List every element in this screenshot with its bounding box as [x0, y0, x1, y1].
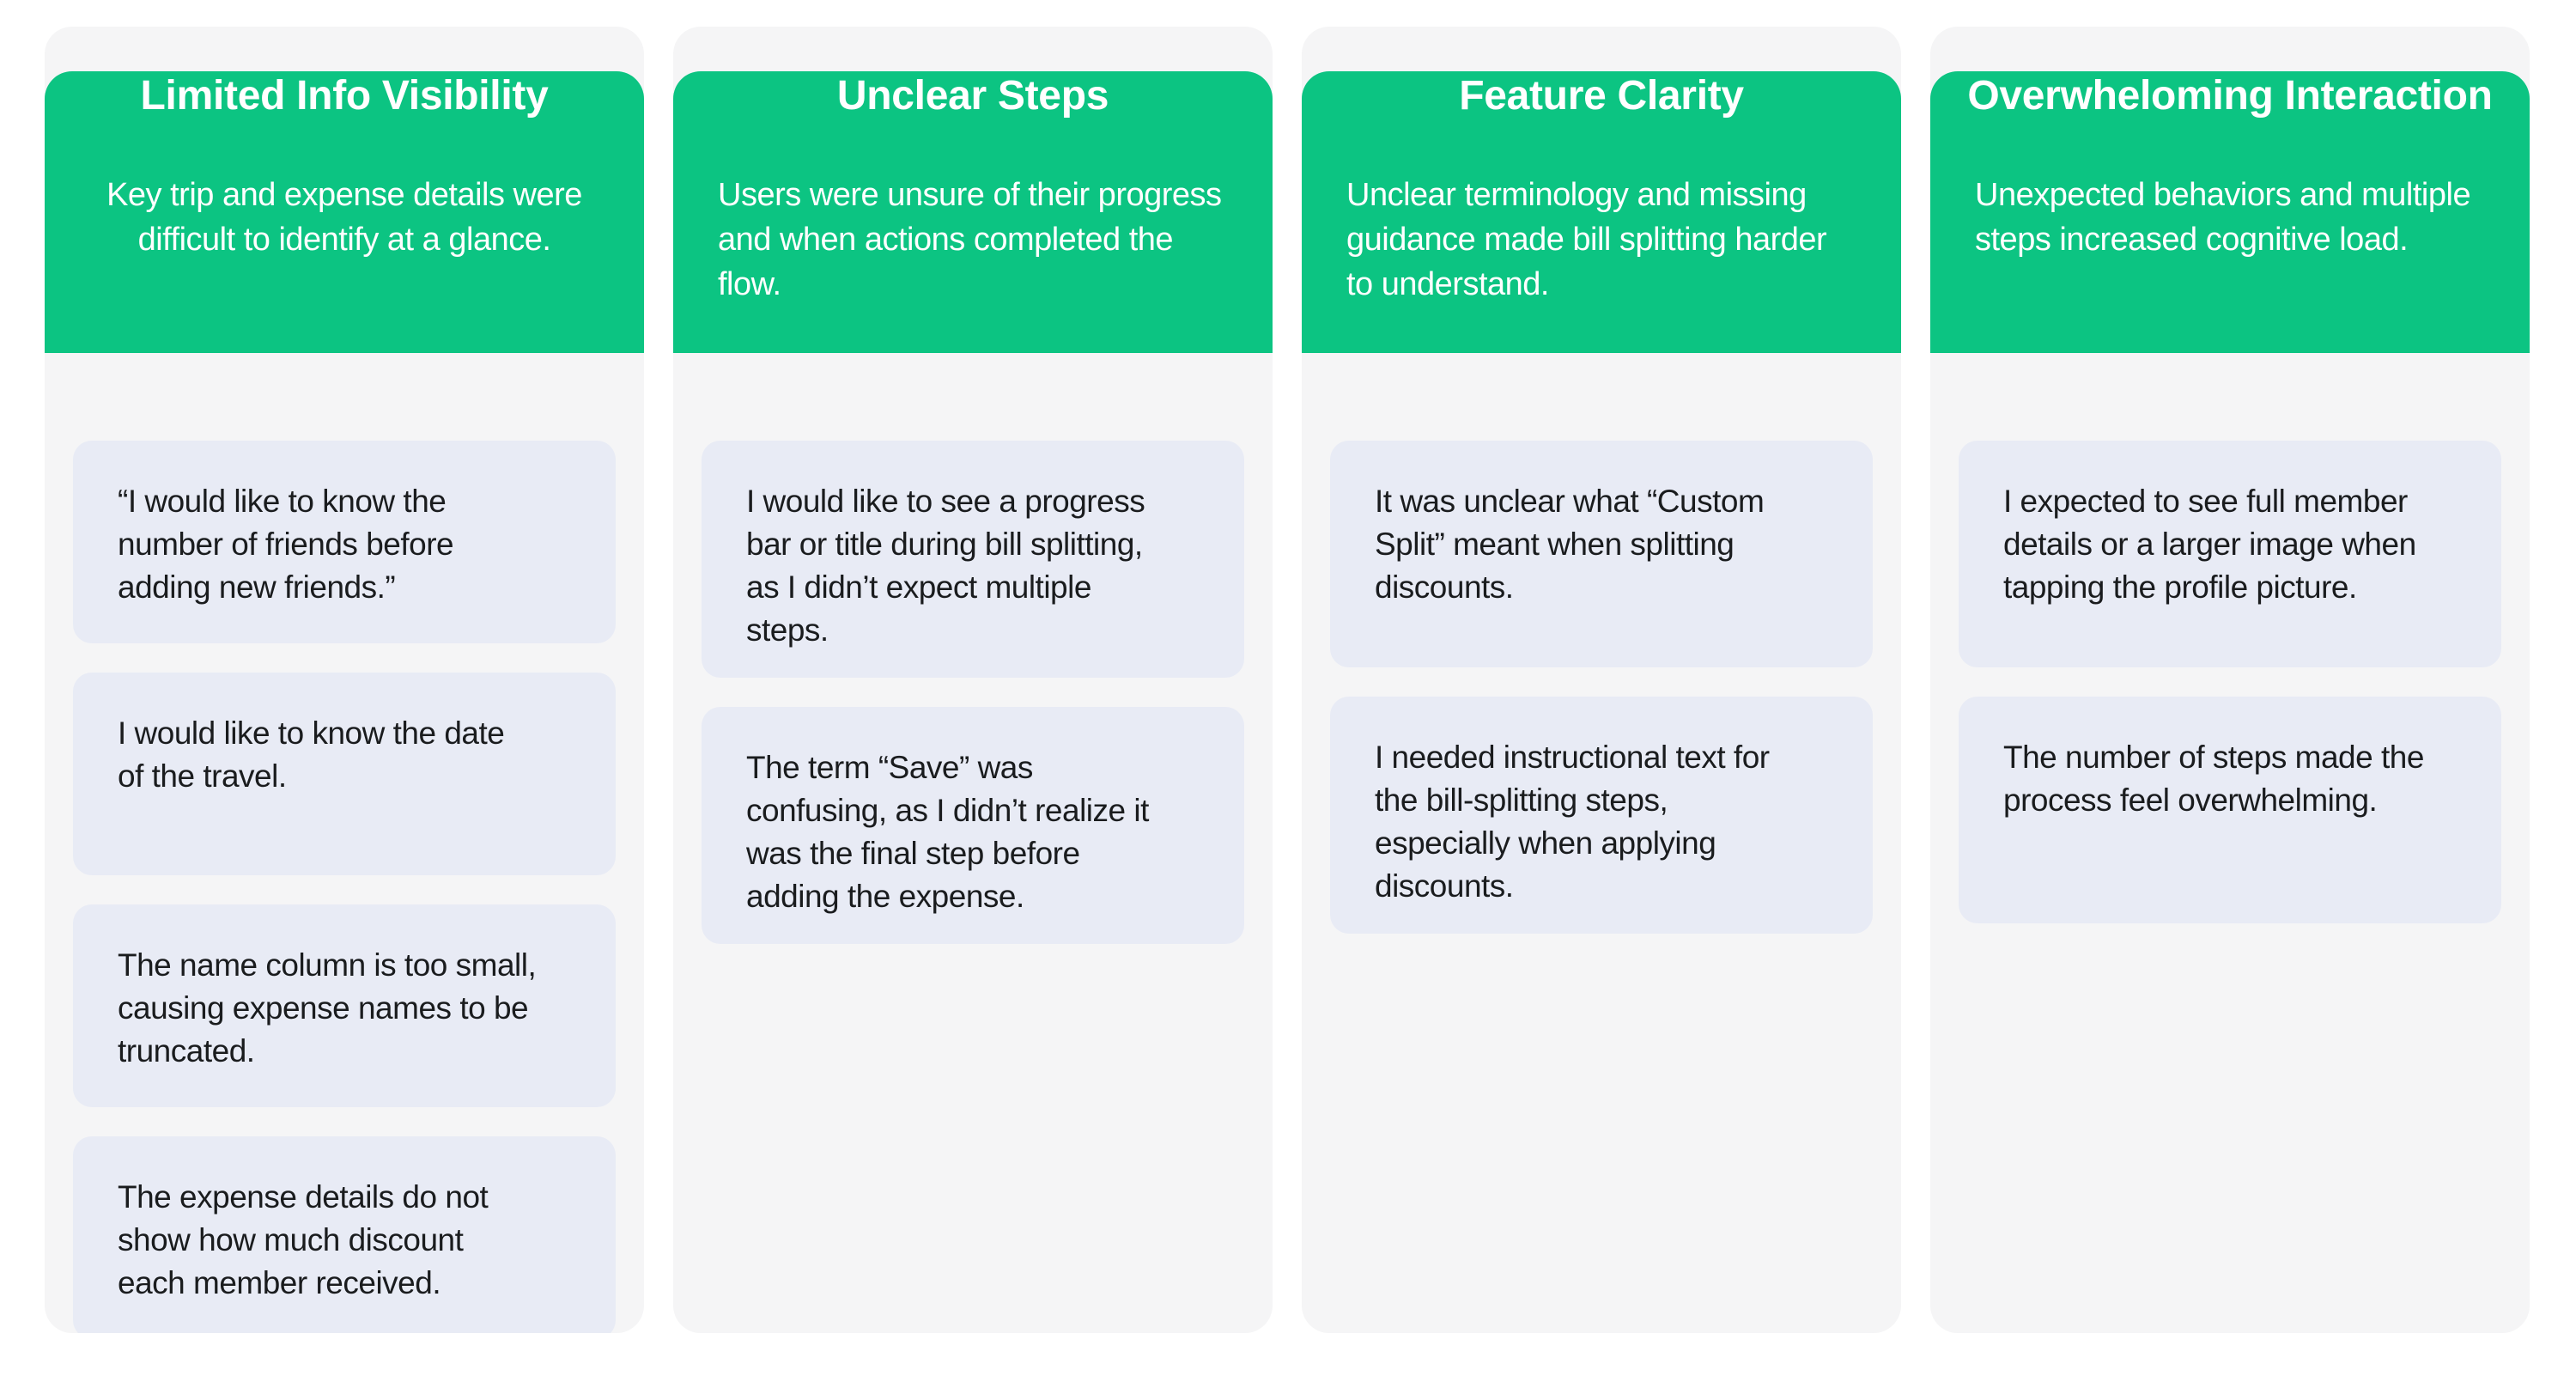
card-text: “I would like to know the number of frie… — [118, 484, 454, 605]
card-text: The term “Save” was confusing, as I didn… — [746, 750, 1149, 914]
card-text: It was unclear what “Custom Split” meant… — [1375, 484, 1765, 605]
card-text: I needed instructional text for the bill… — [1375, 740, 1770, 904]
sticky-note-card[interactable]: It was unclear what “Custom Split” meant… — [1330, 441, 1873, 667]
affinity-board: Limited Info Visibility Key trip and exp… — [45, 27, 2530, 1333]
sticky-note-card[interactable]: I expected to see full member details or… — [1959, 441, 2501, 667]
card-list: I expected to see full member details or… — [1930, 353, 2530, 923]
sticky-note-card[interactable]: I would like to see a progress bar or ti… — [702, 441, 1244, 678]
column-feature-clarity: Feature Clarity Unclear terminology and … — [1302, 27, 1901, 1333]
column-subtitle: Key trip and expense details were diffic… — [106, 177, 582, 258]
column-title: Feature Clarity — [1459, 73, 1744, 119]
sticky-note-card[interactable]: “I would like to know the number of frie… — [73, 441, 616, 643]
column-title: Limited Info Visibility — [140, 73, 549, 119]
card-list: “I would like to know the number of frie… — [45, 353, 644, 1333]
card-text: I would like to know the date of the tra… — [118, 715, 505, 794]
sticky-note-card[interactable]: The expense details do not show how much… — [73, 1136, 616, 1333]
column-header: Overwheloming Interaction Unexpected beh… — [1930, 71, 2530, 353]
card-text: The number of steps made the process fee… — [2003, 740, 2424, 818]
sticky-note-card[interactable]: I would like to know the date of the tra… — [73, 673, 616, 875]
column-header: Feature Clarity Unclear terminology and … — [1302, 71, 1901, 353]
sticky-note-card[interactable]: The name column is too small, causing ex… — [73, 904, 616, 1107]
column-subtitle: Users were unsure of their progress and … — [718, 177, 1222, 302]
column-title: Unclear Steps — [836, 73, 1109, 119]
card-text: The name column is too small, causing ex… — [118, 947, 537, 1069]
card-text: I would like to see a progress bar or ti… — [746, 484, 1145, 648]
column-overwheloming-interaction: Overwheloming Interaction Unexpected beh… — [1930, 27, 2530, 1333]
sticky-note-card[interactable]: The term “Save” was confusing, as I didn… — [702, 707, 1244, 944]
column-subtitle: Unexpected behaviors and multiple steps … — [1975, 177, 2471, 258]
column-header: Limited Info Visibility Key trip and exp… — [45, 71, 644, 353]
sticky-note-card[interactable]: The number of steps made the process fee… — [1959, 697, 2501, 923]
card-list: It was unclear what “Custom Split” meant… — [1302, 353, 1901, 934]
card-text: The expense details do not show how much… — [118, 1179, 489, 1300]
column-limited-info-visibility: Limited Info Visibility Key trip and exp… — [45, 27, 644, 1333]
sticky-note-card[interactable]: I needed instructional text for the bill… — [1330, 697, 1873, 934]
column-unclear-steps: Unclear Steps Users were unsure of their… — [673, 27, 1273, 1333]
column-subtitle: Unclear terminology and missing guidance… — [1346, 177, 1827, 302]
card-list: I would like to see a progress bar or ti… — [673, 353, 1273, 944]
card-text: I expected to see full member details or… — [2003, 484, 2416, 605]
column-header: Unclear Steps Users were unsure of their… — [673, 71, 1273, 353]
column-title: Overwheloming Interaction — [1967, 73, 2493, 119]
